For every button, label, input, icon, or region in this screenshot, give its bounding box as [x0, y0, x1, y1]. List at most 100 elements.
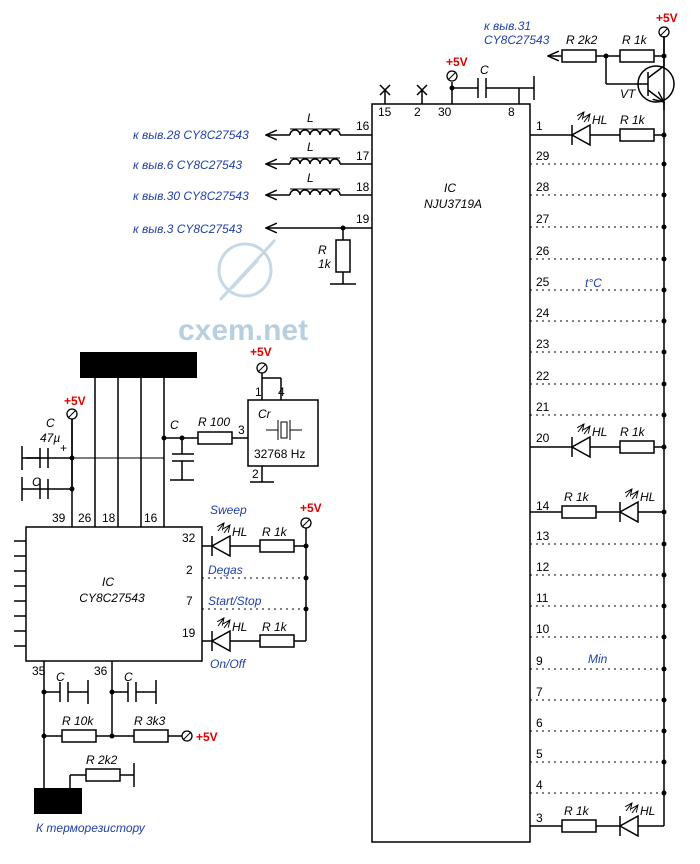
supply-label: +5V [656, 11, 678, 25]
ctrl-pin-label: 7 [186, 594, 193, 608]
supply-label: +5V [446, 55, 468, 69]
main-pin-label: 5 [536, 747, 543, 761]
ctrl-right-wiring [202, 517, 312, 653]
main-pin-label: 23 [536, 337, 550, 351]
resistor-label: R 10k [62, 714, 94, 728]
main-pin-label: 21 [536, 400, 550, 414]
supply-label: +5V [250, 345, 272, 359]
cap-label: C [46, 416, 55, 430]
watermark: cxem.net [178, 314, 308, 347]
ctrl-pin-label: 39 [52, 511, 66, 525]
main-top-pins [379, 70, 535, 104]
main-pin-label: 1 [536, 119, 543, 133]
main-pin-label: 17 [356, 149, 370, 163]
segment-label-temp: t°C [585, 276, 602, 290]
cap-value: 47µ [40, 431, 60, 445]
segment-label-min: Min [588, 652, 608, 666]
ctrl-pin-label: 35 [32, 664, 46, 678]
resistor-value: 1k [318, 257, 332, 271]
led-label: HL [232, 525, 247, 539]
cap-label: C [480, 63, 489, 77]
link-thermistor: К терморезистору [36, 821, 146, 835]
ctrl-pin-label: 19 [182, 626, 196, 640]
ic-main-part: NJU3719A [424, 197, 482, 211]
supply-label: +5V [196, 730, 218, 744]
resistor-label: R 2k2 [86, 753, 118, 767]
main-pin-label: 18 [356, 180, 370, 194]
main-pin-label: 28 [536, 180, 550, 194]
ic-cy8c27543 [25, 526, 203, 662]
thermistor-network [34, 661, 193, 814]
supply-label: +5V [64, 394, 86, 408]
main-pin-label: 11 [536, 591, 549, 605]
ic-nju3719a [371, 103, 531, 843]
main-pin-label: 15 [378, 105, 392, 119]
inductor-rows [266, 128, 372, 285]
ic-ctrl-designator: IC [102, 575, 114, 589]
xtal-pin-label: 1 [255, 385, 262, 399]
resistor-label: R 1k [564, 490, 590, 504]
resistor-label: R 1k [620, 425, 646, 439]
main-pin-label: 9 [536, 654, 543, 668]
ic-main-designator: IC [444, 181, 456, 195]
ctrl-pin-label: 16 [144, 511, 158, 525]
inductor-label: L [307, 140, 314, 154]
resistor-label: R 100 [198, 415, 230, 429]
main-pin-label: 27 [536, 212, 550, 226]
ctrl-pin-label: 26 [78, 511, 92, 525]
main-pin-label: 7 [536, 685, 543, 699]
main-pin-label: 20 [536, 431, 550, 445]
resistor-label: R 1k [262, 525, 288, 539]
button-onoff: On/Off [210, 657, 247, 671]
cap-label: C [124, 670, 133, 684]
led-label: HL [592, 113, 607, 127]
main-pin-label: 24 [536, 306, 550, 320]
resistor-label: R [318, 243, 327, 257]
resistor-label: R 1k [564, 804, 590, 818]
led-row-pin3 [530, 803, 664, 838]
xtal-pin-label: 3 [238, 423, 245, 437]
led-label: HL [640, 804, 655, 818]
crystal-frequency: 32768 Hz [254, 447, 305, 461]
main-pin-label: 8 [508, 105, 515, 119]
ctrl-pin-label: 2 [186, 563, 193, 577]
resistor-label: R 1k [262, 620, 288, 634]
supply-label: +5V [300, 501, 322, 515]
led-row-pin20 [530, 424, 667, 459]
main-pin-label: 22 [536, 369, 550, 383]
link-pin30: к выв.30 CY8C27543 [133, 189, 249, 203]
ic-ctrl-part: CY8C27543 [79, 591, 145, 605]
main-pin-label: 26 [536, 244, 550, 258]
ctrl-pin-label: 32 [182, 531, 196, 545]
inductor-label: L [307, 111, 314, 125]
led-row-pin14 [530, 489, 667, 524]
inductor-label: L [307, 171, 314, 185]
main-pin-label: 25 [536, 275, 550, 289]
main-pin-label: 2 [414, 105, 421, 119]
main-pin-label: 6 [536, 716, 543, 730]
ctrl-top-wiring [21, 352, 248, 527]
link-pin28: к выв.28 CY8C27543 [133, 128, 249, 142]
resistor-label: R 3k3 [134, 714, 166, 728]
main-pin-label: 13 [536, 529, 550, 543]
led-label: HL [640, 490, 655, 504]
segment-lines [530, 36, 667, 826]
main-pin-label: 16 [356, 119, 370, 133]
watermark-logo-icon [217, 238, 277, 302]
link-pin6: к выв.6 CY8C27543 [133, 158, 242, 172]
led-label: HL [592, 425, 607, 439]
link-pin3: к выв.3 CY8C27543 [133, 222, 242, 236]
resistor-label: R 2k2 [566, 33, 598, 47]
link-pin31-part: CY8C27543 [484, 33, 550, 47]
transistor-label: VT [620, 87, 637, 101]
resistor-label: R 1k [622, 33, 648, 47]
header-pin-label: 1 [82, 359, 89, 373]
cap-label: C [32, 475, 41, 489]
xtal-pin-label: 2 [252, 467, 259, 481]
button-startstop: Start/Stop [208, 594, 262, 608]
main-pin-label: 4 [536, 778, 543, 792]
ctrl-pin-label: 36 [94, 664, 108, 678]
crystal-oscillator [247, 362, 319, 483]
main-pin-label: 14 [536, 499, 550, 513]
main-pin-label: 29 [536, 149, 550, 163]
